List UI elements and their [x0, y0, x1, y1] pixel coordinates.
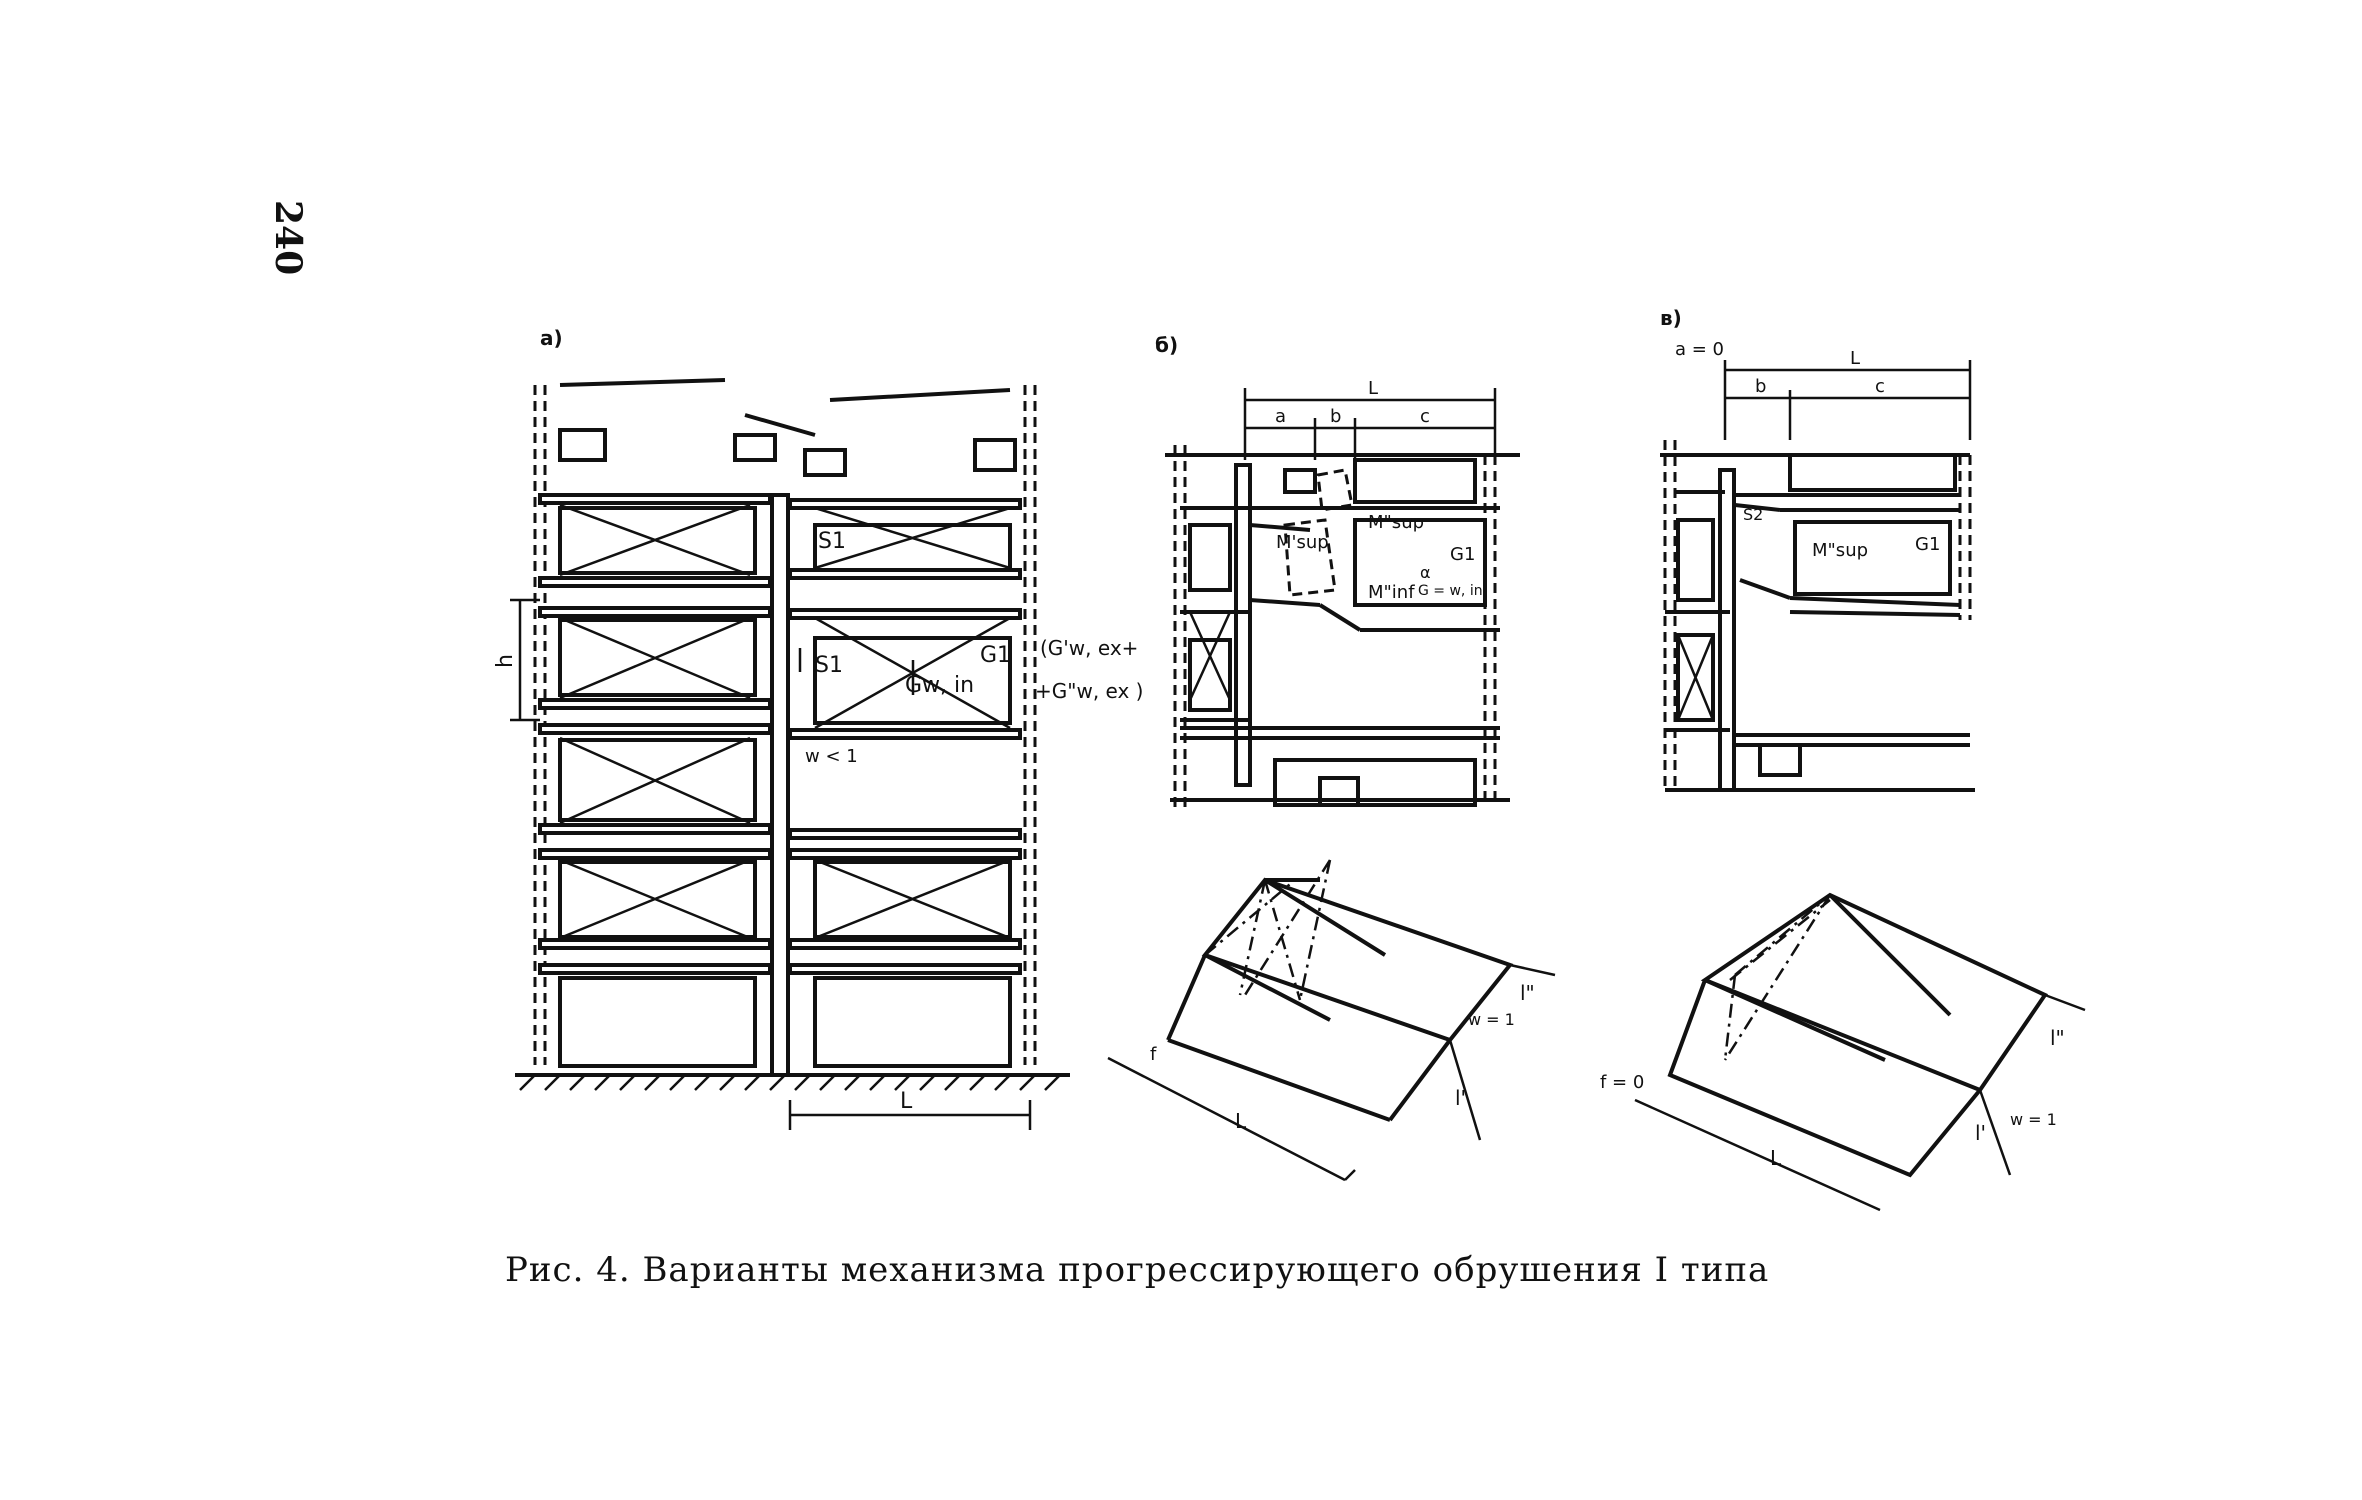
label-b-c: c [1420, 406, 1430, 427]
left-wall-panels [558, 506, 757, 1068]
panel-c: в) a = 0 L b c S2 M"sup [1600, 306, 2086, 1212]
label-g1: G1 [980, 643, 1011, 668]
label-b-g-w-in: G = w, in [1418, 583, 1483, 599]
label-c-L: L [1850, 348, 1860, 369]
label-c-plan-w: w = 1 [2010, 1110, 2057, 1129]
panel-b: б) L a b c [1107, 333, 1556, 1182]
label-plan-f: f [1150, 1044, 1157, 1065]
label-b-L: L [1368, 378, 1378, 399]
panel-a-label: а) [540, 326, 563, 350]
right-floor-slabs [788, 498, 1022, 975]
label-plan-L: L [1235, 1109, 1247, 1133]
label-alpha: α [1420, 563, 1431, 582]
label-b-g1: G1 [1450, 544, 1475, 565]
label-g-w-ex-2: +G"w, ex ) [1035, 679, 1143, 703]
label-m-sup-left: M'sup [1276, 532, 1329, 553]
right-wall-panels [813, 523, 1012, 1068]
label-h: h [493, 654, 518, 668]
label-c-plan-l1: l' [1975, 1121, 1986, 1145]
figure-caption: Рис. 4. Варианты механизма прогрессирующ… [505, 1250, 1770, 1290]
central-column [770, 493, 790, 1077]
label-c-g1: G1 [1915, 534, 1940, 555]
label-m-inf: M"inf [1368, 582, 1415, 603]
label-c-a0: a = 0 [1675, 339, 1724, 360]
label-plan-w: w = 1 [1468, 1010, 1515, 1029]
ground-hatch [519, 1074, 1061, 1091]
left-floor-slabs [538, 493, 772, 975]
label-L: L [900, 1089, 913, 1114]
label-c-s2: S2 [1743, 505, 1763, 524]
panel-c-label: в) [1660, 306, 1682, 330]
label-s1-top: S1 [818, 529, 846, 554]
panel-b-label: б) [1155, 333, 1178, 357]
label-s1-mid: S1 [815, 653, 843, 678]
label-b-a: a [1275, 406, 1286, 427]
label-plan-l1: l' [1455, 1086, 1466, 1110]
panel-a: а) [493, 326, 1143, 1130]
label-c-f0: f = 0 [1600, 1072, 1644, 1093]
label-g-w-in: Gw, in [905, 673, 974, 698]
label-plan-l2: l" [1520, 981, 1535, 1005]
label-g-w-ex-1: (G'w, ex+ [1040, 636, 1138, 660]
label-c-c: c [1875, 376, 1885, 397]
label-c-m-sup: M"sup [1812, 540, 1868, 561]
label-c-plan-L: L [1770, 1146, 1782, 1170]
label-c-plan-l2: l" [2050, 1026, 2065, 1050]
label-c-b: b [1755, 376, 1766, 397]
plan-view-c: f = 0 L l' l" w = 1 [1600, 892, 2086, 1212]
plan-view-b: f L l' l" w = 1 [1107, 859, 1556, 1182]
label-m-sup-right: M"sup [1368, 512, 1424, 533]
label-b-b: b [1330, 406, 1341, 427]
label-w: w < 1 [805, 746, 858, 767]
